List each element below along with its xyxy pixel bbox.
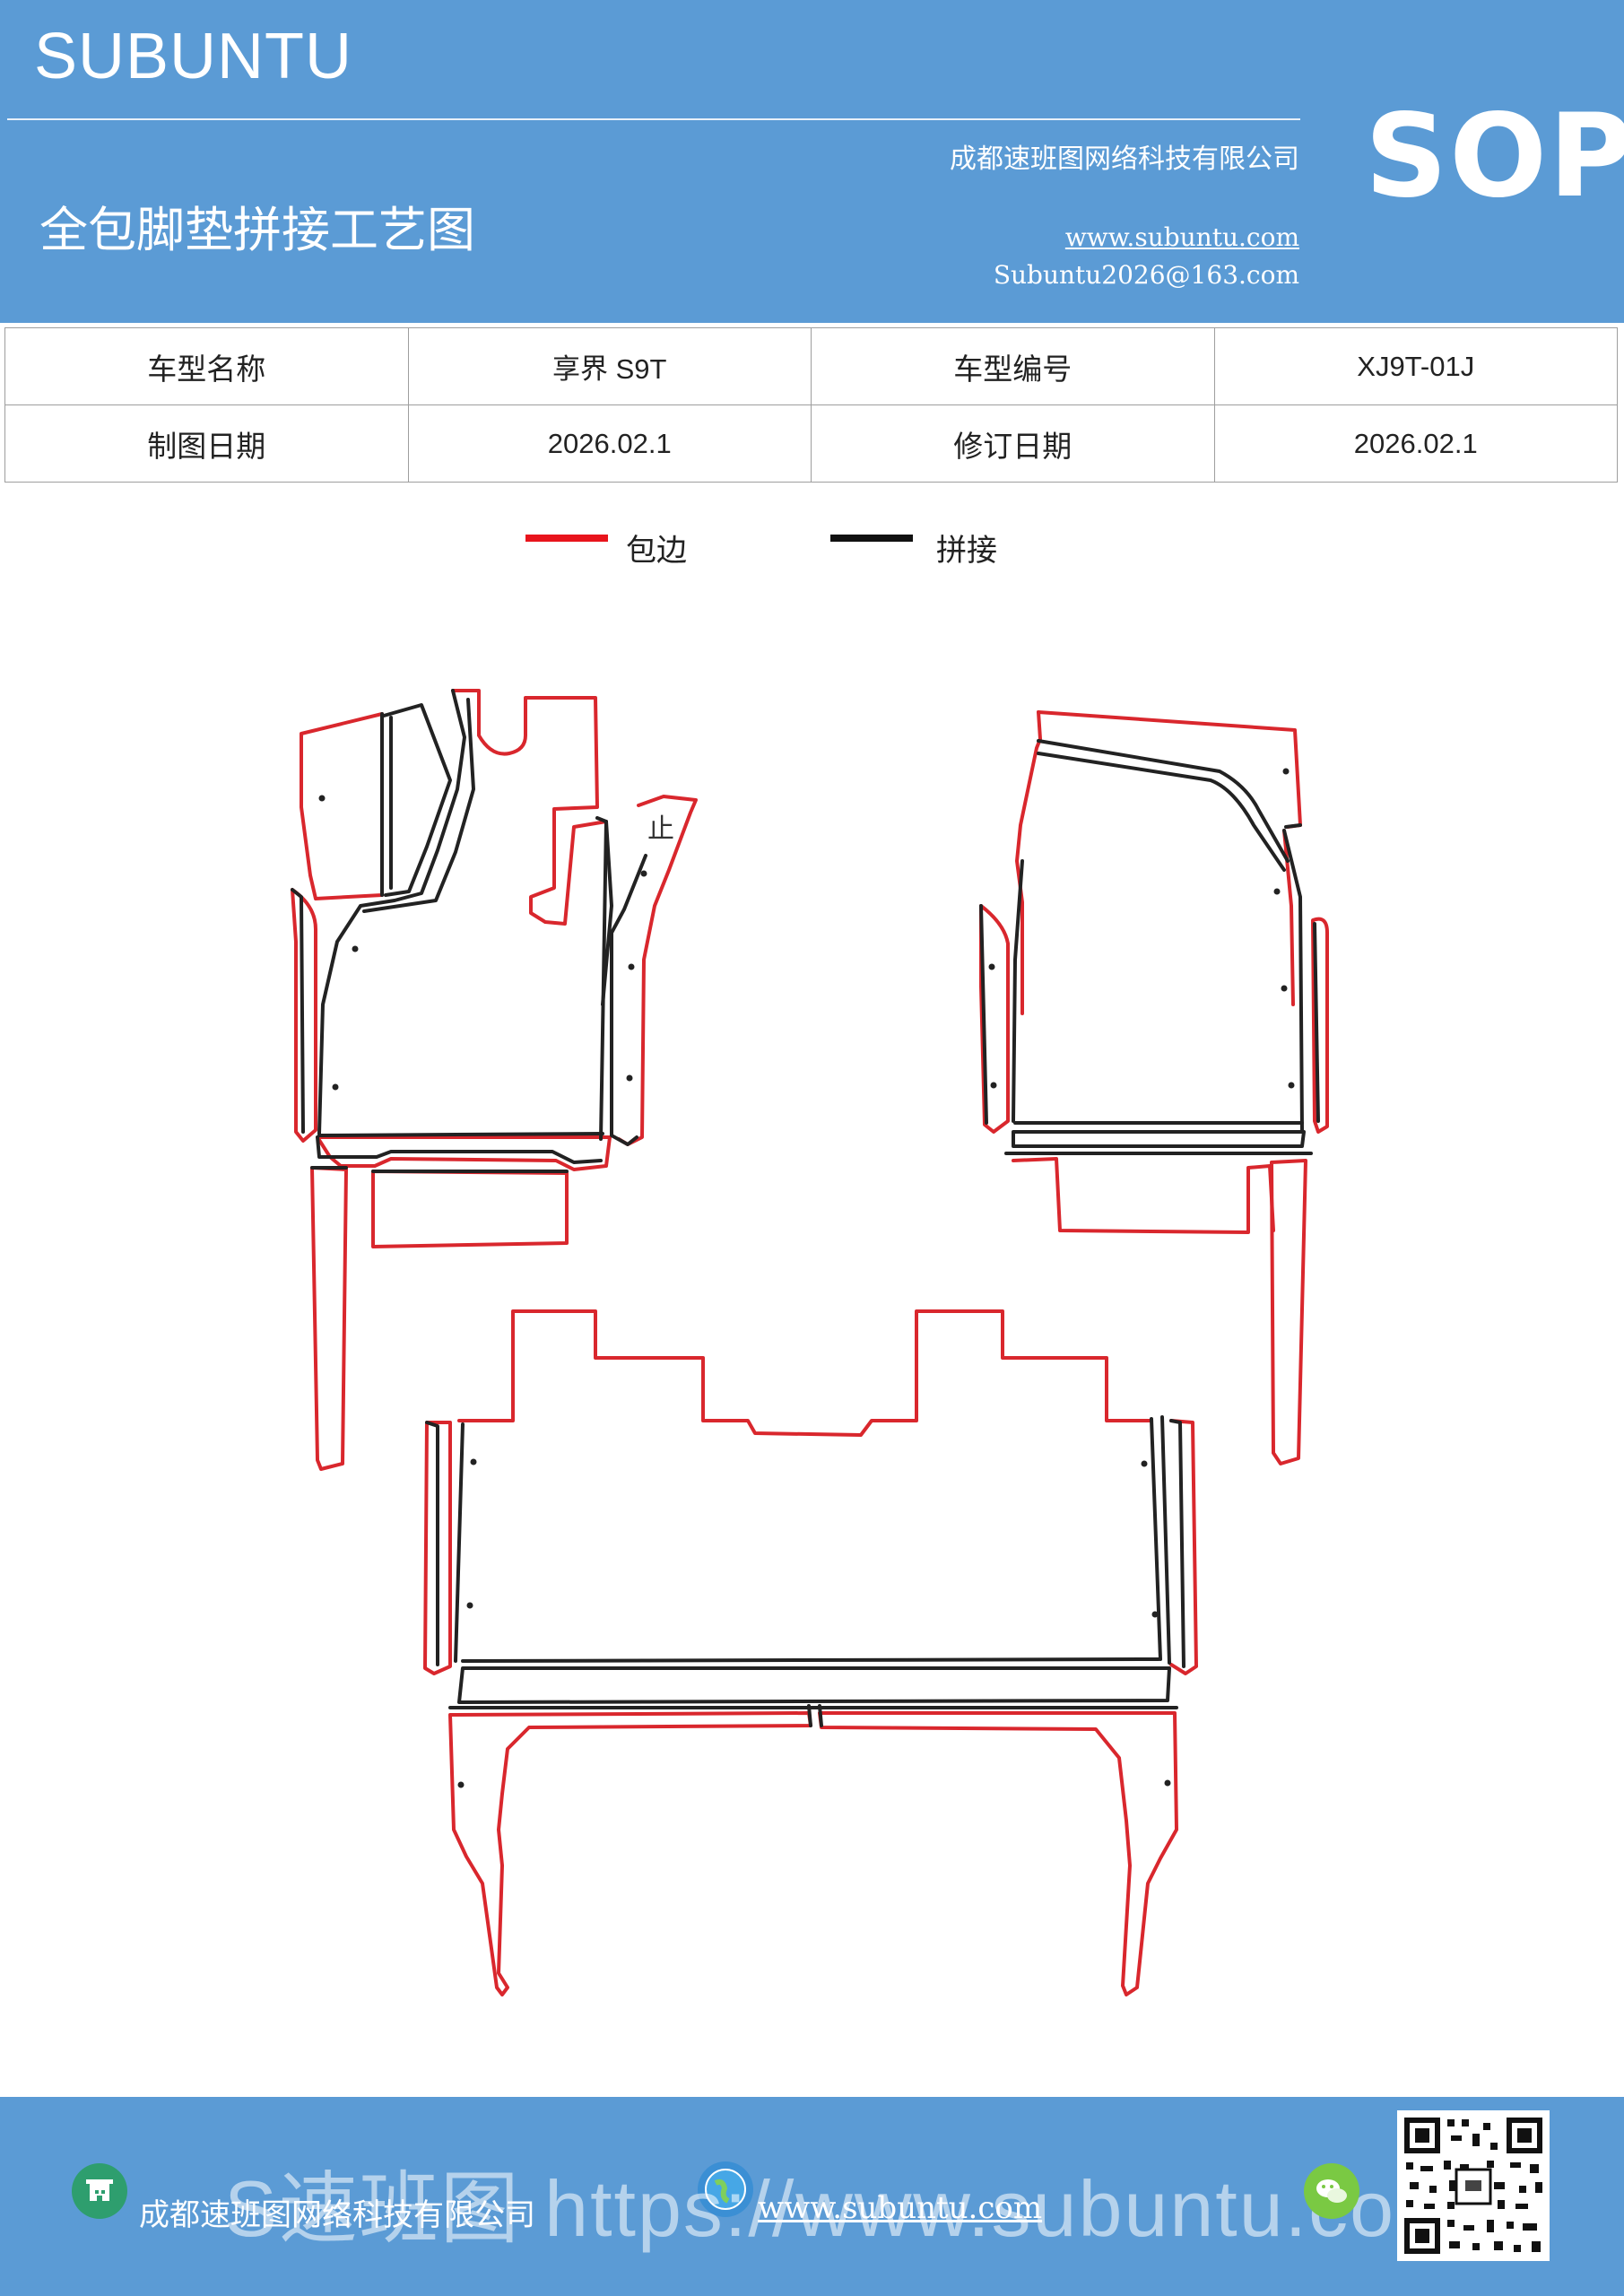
label-draw-date: 制图日期 <box>4 404 409 483</box>
info-table: 车型名称 享界 S9T 车型编号 XJ9T-01J 制图日期 2026.02.1… <box>4 327 1618 483</box>
table-row: 车型名称 享界 S9T 车型编号 XJ9T-01J <box>4 327 1618 405</box>
globe-icon <box>698 2161 753 2217</box>
label-model-name: 车型名称 <box>4 327 409 405</box>
value-model-name: 享界 S9T <box>407 327 812 405</box>
value-model-code: XJ9T-01J <box>1213 327 1618 405</box>
rear-mat <box>423 1309 1198 1996</box>
table-row: 制图日期 2026.02.1 修订日期 2026.02.1 <box>4 404 1618 483</box>
passenger-mat <box>979 710 1329 1465</box>
header-banner: SUBUNTU 成都速班图网络科技有限公司 全包脚垫拼接工艺图 www.subu… <box>0 0 1624 323</box>
label-model-code: 车型编号 <box>811 327 1215 405</box>
legend-red-line <box>525 535 608 542</box>
footer-website-link[interactable]: www.subuntu.com <box>758 2190 1043 2226</box>
website-link[interactable]: www.subuntu.com <box>1064 222 1299 252</box>
label-revision-date: 修订日期 <box>811 404 1215 483</box>
value-revision-date: 2026.02.1 <box>1213 404 1618 483</box>
brand-logo-text: SUBUNTU <box>34 21 353 92</box>
stop-mark-text: 止 <box>647 813 674 845</box>
legend-label-seam: 拼接 <box>936 533 997 569</box>
wechat-icon <box>1304 2163 1359 2219</box>
legend-black-line <box>830 535 913 542</box>
footer-company: 成都速班图网络科技有限公司 <box>139 2197 535 2233</box>
qr-code <box>1397 2110 1550 2261</box>
driver-mat: 止 <box>291 689 698 1471</box>
legend-label-edge: 包边 <box>626 533 687 569</box>
building-icon <box>72 2163 127 2219</box>
company-name: 成都速班图网络科技有限公司 <box>950 144 1299 175</box>
document-title: 全包脚垫拼接工艺图 <box>39 202 475 258</box>
legend: 包边 拼接 <box>0 511 1624 583</box>
watermark-text: S速班图 https://www.subuntu.com <box>224 2164 1463 2253</box>
email-address: Subuntu2026@163.com <box>993 260 1299 290</box>
value-draw-date: 2026.02.1 <box>407 404 812 483</box>
header-divider <box>7 118 1300 120</box>
sop-badge: SOP <box>1365 90 1624 223</box>
